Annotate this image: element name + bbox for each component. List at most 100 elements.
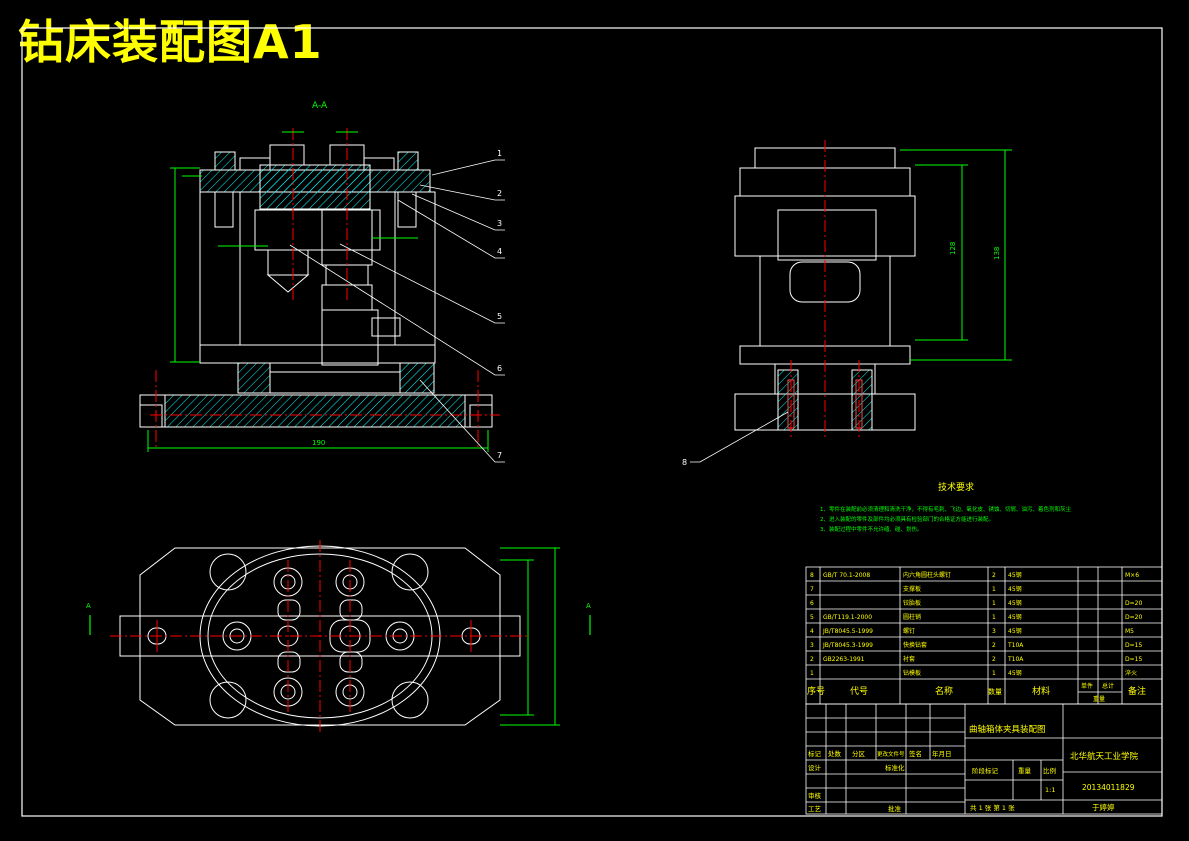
tb-label-signature: 签名 xyxy=(909,749,922,758)
bom-row-4-name: 圆柱销 xyxy=(903,613,921,621)
tb-label-standardize: 标准化 xyxy=(885,763,905,772)
bom-row-5-material: 45钢 xyxy=(1008,627,1022,635)
balloon-4: 4 xyxy=(497,247,502,256)
tb-label-date: 年月日 xyxy=(932,749,952,758)
bom-row-1-name: 内六角圆柱头螺钉 xyxy=(903,571,951,579)
bom-row-7-qty: 2 xyxy=(992,656,996,663)
bom-header-name: 名称 xyxy=(935,685,953,697)
bom-row-2-material: 45钢 xyxy=(1008,585,1022,593)
side-height-2-dimension: 138 xyxy=(993,247,1001,260)
bom-row-2-name: 支撑板 xyxy=(903,585,921,593)
section-marker-left: A xyxy=(86,602,91,610)
bom-row-8-qty: 1 xyxy=(992,670,996,677)
bom-header-unit-weight: 单件 xyxy=(1081,682,1093,690)
tech-req-title: 技术要求 xyxy=(938,481,974,493)
tb-label-mark: 标记 xyxy=(808,749,822,758)
bom-header-qty: 数量 xyxy=(988,687,1002,696)
bom-row-1-qty: 2 xyxy=(992,572,996,579)
tb-label-approve: 批准 xyxy=(888,804,902,813)
bom-header-total-weight: 总计 xyxy=(1102,682,1114,690)
tb-label-change-doc: 更改文件号 xyxy=(877,750,905,758)
bom-row-6-note: D=15 xyxy=(1125,642,1142,649)
tb-label-weight: 重量 xyxy=(1018,767,1032,775)
bom-table: 8 GB/T 70.1-2008 内六角圆柱头螺钉 2 45钢 M×6 7 支撑… xyxy=(805,566,1163,705)
plan-width-dimension: 190 xyxy=(312,439,325,447)
tech-req-item-2: 2、进入装配的零件及部件均必须具有检验部门的合格证方能进行装配。 xyxy=(820,515,994,523)
bom-row-2-qty: 1 xyxy=(992,586,996,593)
bom-row-7-no: 2 xyxy=(810,656,814,663)
bom-header-weight: 重量 xyxy=(1093,695,1105,703)
bom-row-8-no: 1 xyxy=(810,670,814,677)
balloon-2: 2 xyxy=(497,189,502,198)
bom-row-1-note: M×6 xyxy=(1125,572,1139,579)
bom-row-8-material: 45钢 xyxy=(1008,669,1022,677)
tech-req-item-1: 1、零件在装配前必须清理和清洗干净，不得有毛刺、飞边、氧化皮、锈蚀、切屑、油污、… xyxy=(820,505,1072,513)
balloon-5: 5 xyxy=(497,312,502,321)
tb-drawing-name: 曲轴箱体夹具装配图 xyxy=(969,724,1046,735)
balloon-6: 6 xyxy=(497,364,502,373)
balloon-7: 7 xyxy=(497,451,502,460)
title-block: 标记 处数 分区 更改文件号 签名 年月日 设计 标准化 审核 工艺 批准 阶段… xyxy=(805,703,1163,815)
tb-label-check: 审核 xyxy=(808,791,822,800)
balloon-8: 8 xyxy=(682,458,687,467)
bom-row-6-qty: 2 xyxy=(992,642,996,649)
bom-row-7-material: T10A xyxy=(1007,656,1024,663)
bom-header-note: 备注 xyxy=(1128,685,1146,697)
bom-row-6-name: 快换钻套 xyxy=(903,641,927,649)
bom-row-2-no: 7 xyxy=(810,586,814,593)
tech-req-item-3: 3、装配过程中零件不允许磕、碰、划伤。 xyxy=(820,525,923,533)
bom-row-7-name: 衬套 xyxy=(903,655,915,663)
bom-row-8-note: 淬火 xyxy=(1125,669,1137,677)
bom-row-1-code: GB/T 70.1-2008 xyxy=(823,572,870,579)
tb-scale: 1:1 xyxy=(1045,786,1055,794)
bom-row-8-name: 钻模板 xyxy=(903,669,921,677)
section-label: A-A xyxy=(312,101,328,111)
bom-row-7-code: GB2263-1991 xyxy=(823,656,865,663)
tb-student-name: 于婷婷 xyxy=(1092,802,1115,812)
bom-row-3-name: 铰胎板 xyxy=(903,599,921,607)
bom-header-no: 序号 xyxy=(807,685,825,697)
bom-row-5-code: JB/T8045.5-1999 xyxy=(822,628,873,635)
bom-row-5-qty: 3 xyxy=(992,628,996,635)
bom-row-3-material: 45钢 xyxy=(1008,599,1022,607)
bom-row-1-material: 45钢 xyxy=(1008,571,1022,579)
bom-row-5-name: 螺钉 xyxy=(903,627,915,635)
tb-label-design: 设计 xyxy=(808,763,822,772)
bom-row-4-no: 5 xyxy=(810,614,814,621)
bom-row-5-note: M5 xyxy=(1125,628,1134,635)
balloon-3: 3 xyxy=(497,219,502,228)
tb-label-partition: 分区 xyxy=(852,749,866,758)
bom-row-3-note: D=20 xyxy=(1125,600,1142,607)
technical-requirements: 技术要求 1、零件在装配前必须清理和清洗干净，不得有毛刺、飞边、氧化皮、锈蚀、切… xyxy=(820,481,1072,533)
section-marker-right: A xyxy=(586,602,591,610)
tb-label-zones: 处数 xyxy=(828,749,842,758)
bom-row-3-qty: 1 xyxy=(992,600,996,607)
bom-row-5-no: 4 xyxy=(810,628,814,635)
sheet-border xyxy=(21,27,1163,817)
bom-row-4-code: GB/T119.1-2000 xyxy=(823,614,872,621)
bom-row-6-material: T10A xyxy=(1007,642,1024,649)
section-view-a-a: A-A xyxy=(139,101,505,463)
tb-school: 北华航天工业学院 xyxy=(1070,751,1139,762)
bom-row-7-note: D=15 xyxy=(1125,656,1142,663)
bom-row-6-code: JB/T8045.3-1999 xyxy=(822,642,873,649)
side-view xyxy=(690,140,1012,463)
tb-label-stage-mark: 阶段标记 xyxy=(972,766,999,775)
bom-row-1-no: 8 xyxy=(810,572,814,579)
tb-label-ratio: 比例 xyxy=(1043,766,1056,775)
bom-header-code: 代号 xyxy=(850,686,868,697)
tb-label-process: 工艺 xyxy=(808,805,822,813)
balloon-1: 1 xyxy=(497,149,502,158)
drawing-title: 钻床装配图A1 xyxy=(18,15,323,69)
tb-sheets: 共 1 张 第 1 张 xyxy=(970,803,1015,812)
bom-row-3-no: 6 xyxy=(810,600,814,607)
bom-row-6-no: 3 xyxy=(810,642,814,649)
side-height-1-dimension: 128 xyxy=(949,242,957,255)
bom-row-4-note: D=20 xyxy=(1125,614,1142,621)
bom-row-4-material: 45钢 xyxy=(1008,613,1022,621)
bom-row-4-qty: 1 xyxy=(992,614,996,621)
bom-header-material: 材料 xyxy=(1032,685,1050,697)
plan-view xyxy=(89,540,591,735)
tb-student-id: 20134011829 xyxy=(1082,783,1135,792)
